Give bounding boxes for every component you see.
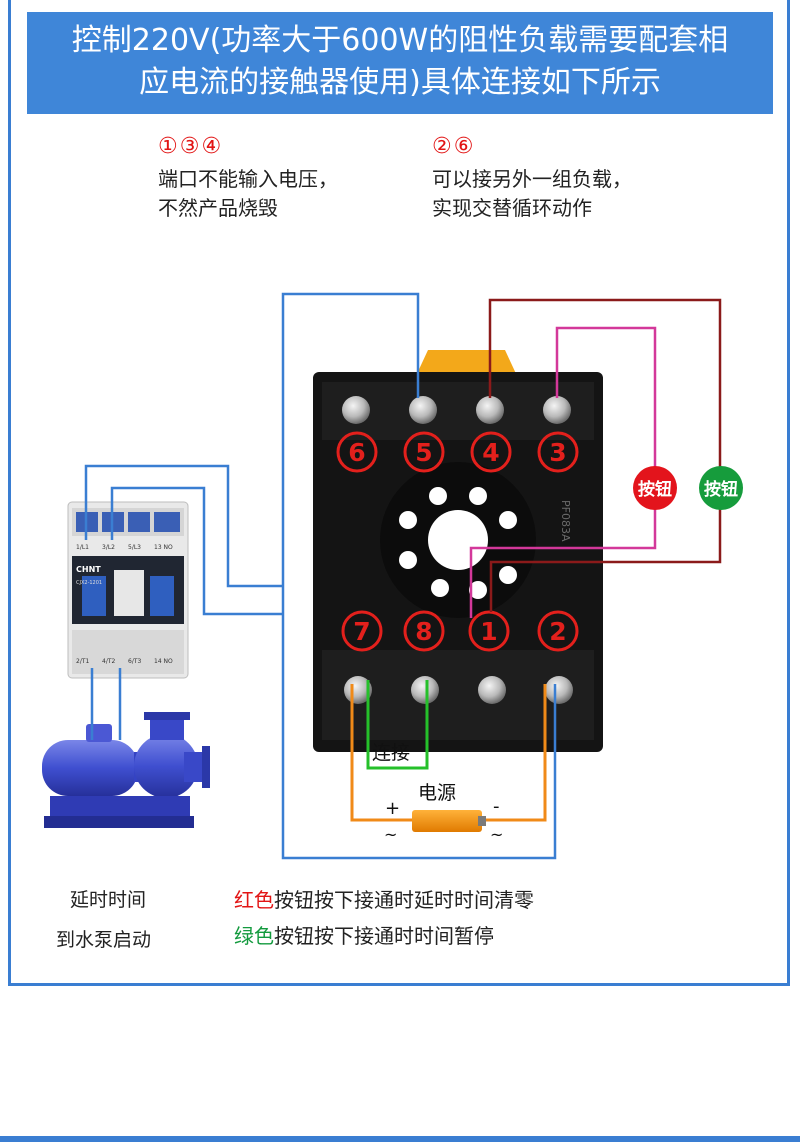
green-jumper-wire: [366, 680, 429, 770]
red-button-circle: [633, 466, 677, 510]
title-line-2: 应电流的接触器使用)具体连接如下所示: [139, 65, 661, 100]
pump-caption: 延时时间 到水泵启动: [56, 880, 151, 960]
power-source-icon: [412, 810, 482, 832]
power-minus-label: -: [493, 796, 500, 817]
contactor-top-label-3: 5/L3: [128, 544, 141, 551]
orange-power-wire-left: [350, 684, 412, 822]
contactor-bottom-label-4: 14 NO: [154, 658, 173, 665]
contactor-brand: CHNT: [76, 565, 101, 574]
screw-6: [342, 396, 370, 424]
note-left-line-1: 端口不能输入电压，: [158, 167, 338, 191]
jumper-label: 连接: [372, 742, 410, 764]
title-line-1: 控制220V(功率大于600W的阻性负载需要配套相: [71, 23, 729, 58]
contactor-top-label-1: 1/L1: [76, 544, 89, 551]
terminal-label-2: 2: [549, 617, 566, 646]
screw-3: [543, 396, 571, 424]
legend-red-text: 按钮按下接通时延时时间清零: [274, 888, 534, 912]
relay-socket: PF083A: [313, 350, 603, 752]
note-right-numbers: ②⑥: [432, 134, 476, 159]
bottom-terminal-labels: 7 8 1 2: [341, 610, 579, 652]
darkred-wire-bottom: [489, 506, 722, 612]
terminal-label-5: 5: [415, 438, 432, 467]
note-right: ②⑥ 可以接另外一组负载， 实现交替循环动作: [432, 132, 632, 223]
screw-8: [411, 676, 439, 704]
pink-wire-top: [555, 326, 657, 470]
red-button: 按钮: [633, 466, 677, 510]
terminal-label-8: 8: [415, 617, 432, 646]
contactor-bottom-label-3: 6/T3: [128, 658, 142, 665]
note-left-line-2: 不然产品烧毁: [158, 196, 278, 220]
note-right-line-2: 实现交替循环动作: [432, 196, 592, 220]
relay-yellow-tab: [415, 350, 518, 378]
button-legend: 红色按钮按下接通时延时时间清零 绿色按钮按下接通时时间暂停: [234, 882, 534, 954]
terminal-label-6: 6: [348, 438, 365, 467]
pump-caption-line-2: 到水泵启动: [56, 929, 152, 951]
power-plus-label: +: [385, 798, 400, 819]
power-ac-right-label: ~: [490, 825, 503, 844]
diagram-frame: [8, 0, 790, 986]
note-left-numbers: ①③④: [158, 134, 224, 159]
relay-top-screws: [342, 396, 571, 424]
pump-caption-line-1: 延时时间: [70, 889, 147, 911]
green-button: 按钮: [699, 466, 743, 510]
terminal-label-7: 7: [353, 617, 370, 646]
darkred-wire-top: [488, 298, 722, 470]
top-terminal-labels: 6 5 4 3: [336, 431, 579, 473]
contactor-model: CJX2-1201: [76, 580, 102, 586]
terminal-label-3: 3: [549, 438, 566, 467]
contactor-bottom-label-1: 2/T1: [76, 658, 90, 665]
legend-green-text: 按钮按下接通时时间暂停: [274, 924, 494, 948]
screw-2: [545, 676, 573, 704]
terminal-label-1: 1: [480, 617, 497, 646]
relay-model-text: PF083A: [559, 500, 572, 542]
contactor-top-label-2: 3/L2: [102, 544, 115, 551]
screw-4: [476, 396, 504, 424]
pink-wire-bottom: [469, 506, 657, 618]
screw-1: [478, 676, 506, 704]
orange-power-wire-right: [482, 684, 547, 822]
legend-green-word: 绿色: [234, 924, 274, 948]
legend-red-word: 红色: [234, 888, 274, 912]
green-button-circle: [699, 466, 743, 510]
screw-5: [409, 396, 437, 424]
title-banner: 控制220V(功率大于600W的阻性负载需要配套相 应电流的接触器使用)具体连接…: [27, 12, 773, 114]
legend-red-line: 红色按钮按下接通时延时时间清零: [234, 882, 534, 918]
bottom-border-line: [0, 1136, 800, 1142]
blue-wire-terminal-5: [281, 292, 557, 860]
power-label: 电源: [418, 782, 456, 804]
note-right-line-1: 可以接另外一组负载，: [432, 167, 632, 191]
red-button-label: 按钮: [638, 479, 672, 500]
blue-wire-contactor-2: [110, 486, 283, 616]
water-pump-image: [42, 712, 210, 828]
terminal-label-4: 4: [482, 438, 499, 467]
relay-bottom-screws: [344, 676, 573, 704]
contactor-bottom-label-2: 4/T2: [102, 658, 116, 665]
note-left: ①③④ 端口不能输入电压， 不然产品烧毁: [158, 132, 338, 223]
legend-green-line: 绿色按钮按下接通时时间暂停: [234, 918, 534, 954]
green-button-label: 按钮: [704, 479, 738, 500]
contactor-top-label-4: 13 NO: [154, 544, 173, 551]
blue-wire-contactor-1: [84, 464, 283, 588]
power-ac-left-label: ~: [384, 825, 397, 844]
octal-center-hole: [428, 510, 488, 570]
contactor: 1/L1 3/L2 5/L3 13 NO CHNT CJX2-1201 2/T1…: [67, 501, 189, 679]
